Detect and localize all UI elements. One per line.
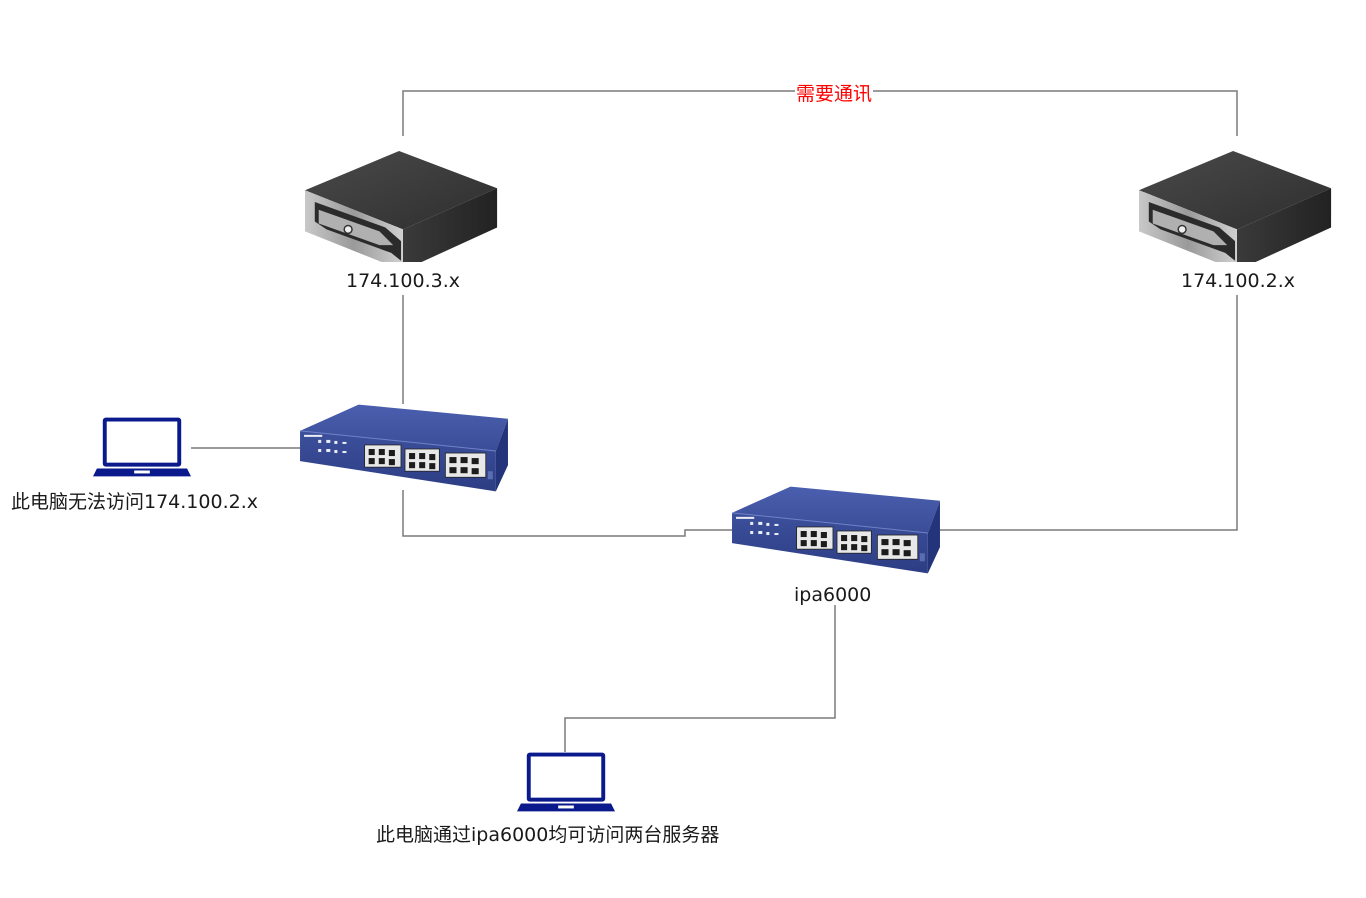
- laptop-bottom-label: 此电脑通过ipa6000均可访问两台服务器: [376, 824, 720, 846]
- server-icon[interactable]: [305, 150, 499, 271]
- server-a-label: 174.100.3.x: [346, 270, 460, 292]
- edge-label-need-communication: 需要通讯: [795, 79, 874, 106]
- server-icon[interactable]: [1139, 150, 1333, 271]
- server-b-label: 174.100.2.x: [1181, 270, 1295, 292]
- laptop-left-label: 此电脑无法访问174.100.2.x: [11, 491, 258, 513]
- laptop-icon[interactable]: [93, 417, 191, 477]
- link-switch-ipa-to-laptop-bottom: [564, 605, 836, 752]
- network-switch-icon[interactable]: [731, 486, 941, 574]
- link-switch-left-to-switch-ipa: [402, 490, 735, 537]
- link-switch-ipa-to-server-b: [940, 295, 1238, 531]
- network-switch-icon[interactable]: [299, 404, 509, 492]
- laptop-icon[interactable]: [517, 752, 615, 812]
- switch-ipa-label: ipa6000: [794, 584, 872, 606]
